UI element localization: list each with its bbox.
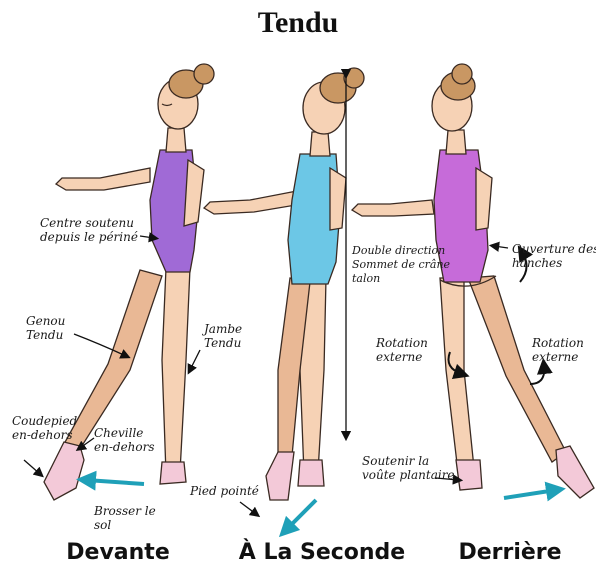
note-double-direction: Double direction Sommet de crâne talon bbox=[352, 244, 450, 286]
note-brosser: Brosser le sol bbox=[94, 504, 156, 532]
note-coudepied: Coudepied en-dehors bbox=[12, 414, 77, 442]
note-rotation-externe-right: Rotation externe bbox=[532, 336, 584, 364]
note-centre-soutenu: Centre soutenu depuis le périné bbox=[40, 216, 138, 244]
teal-direction-arrows bbox=[86, 480, 556, 530]
note-ouverture-hanches: Ouverture des hanches bbox=[512, 242, 596, 270]
caption-derriere: Derrière bbox=[450, 540, 570, 565]
note-pied-pointe: Pied pointé bbox=[190, 484, 259, 498]
note-cheville: Cheville en-dehors bbox=[94, 426, 155, 454]
note-soutenir-voute: Soutenir la voûte plantaire bbox=[362, 454, 455, 482]
note-rotation-externe-left: Rotation externe bbox=[376, 336, 428, 364]
caption-devante: Devante bbox=[58, 540, 178, 565]
note-genou-tendu: Genou Tendu bbox=[26, 314, 65, 342]
dancer-seconde bbox=[204, 68, 364, 500]
note-jambe-tendu: Jambe Tendu bbox=[204, 322, 242, 350]
caption-a-la-seconde: À La Seconde bbox=[232, 540, 412, 565]
